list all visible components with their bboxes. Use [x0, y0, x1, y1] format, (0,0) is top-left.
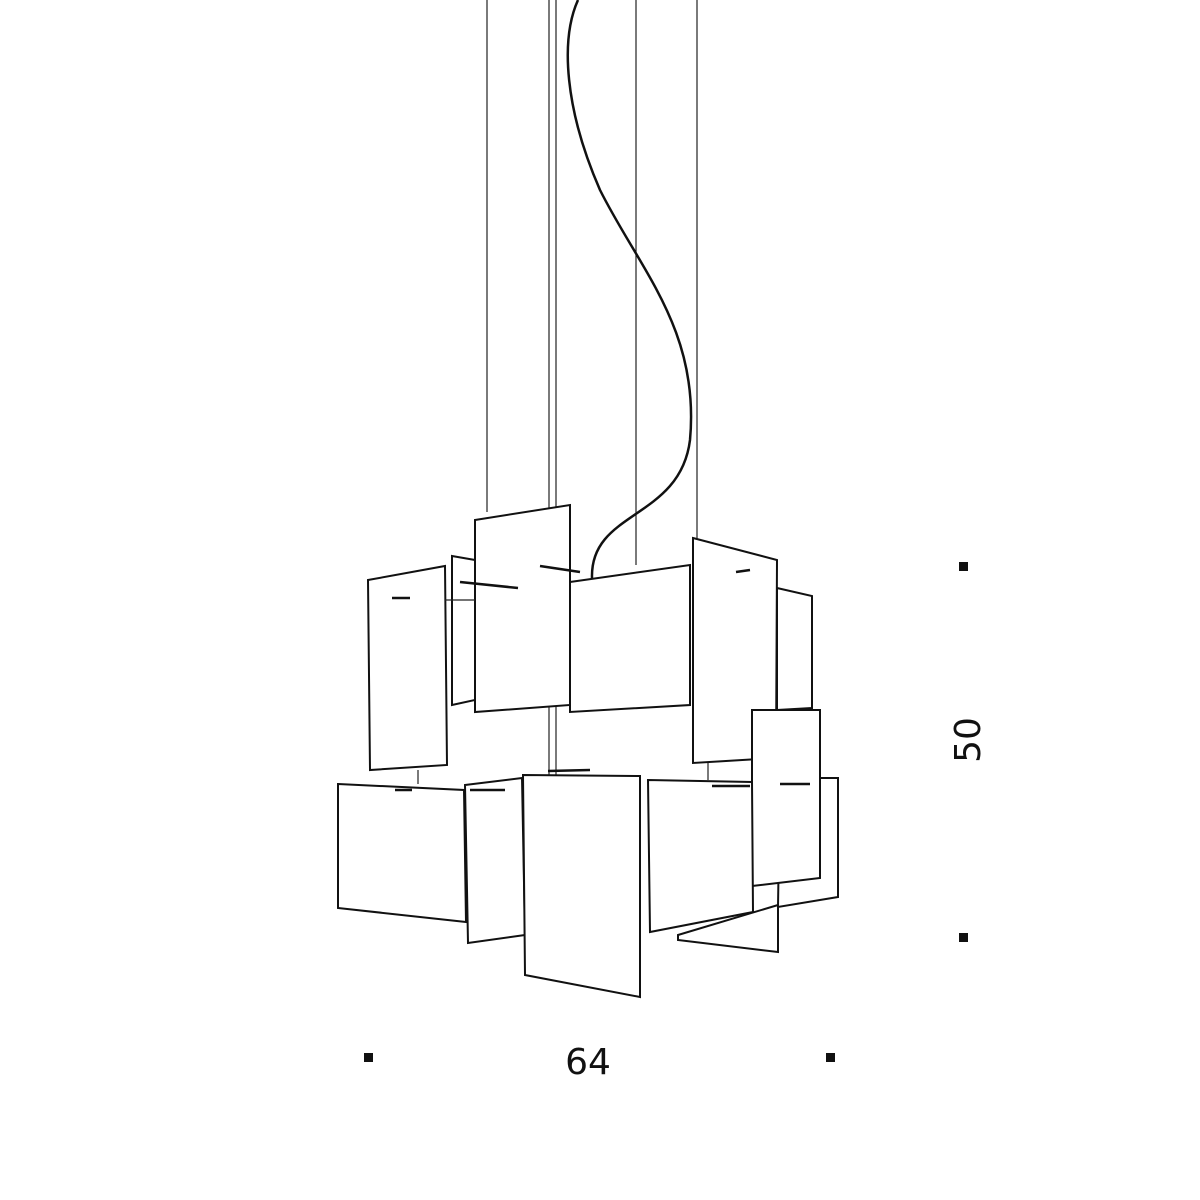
power-cable	[566, 0, 693, 579]
clip	[547, 768, 591, 773]
dimension-width: 64	[364, 1042, 835, 1083]
panel	[474, 503, 571, 714]
clip	[735, 568, 751, 574]
height-label: 50	[948, 717, 989, 763]
panel	[776, 586, 813, 712]
width-label: 64	[565, 1042, 611, 1083]
clip	[459, 580, 519, 590]
lamp-panels	[337, 503, 839, 999]
panel	[646, 778, 755, 934]
dimension-height: 50	[948, 562, 989, 942]
dimension-marker	[826, 1053, 835, 1062]
panel	[366, 564, 449, 772]
dimension-marker	[364, 1053, 373, 1062]
panel	[521, 773, 641, 999]
panel	[751, 709, 821, 888]
dimension-marker	[959, 933, 968, 942]
panel	[337, 782, 468, 924]
panel	[463, 776, 527, 945]
panel	[451, 554, 476, 707]
clip	[539, 564, 581, 574]
dimension-marker	[959, 562, 968, 571]
panel	[677, 903, 779, 954]
panel	[569, 563, 691, 714]
